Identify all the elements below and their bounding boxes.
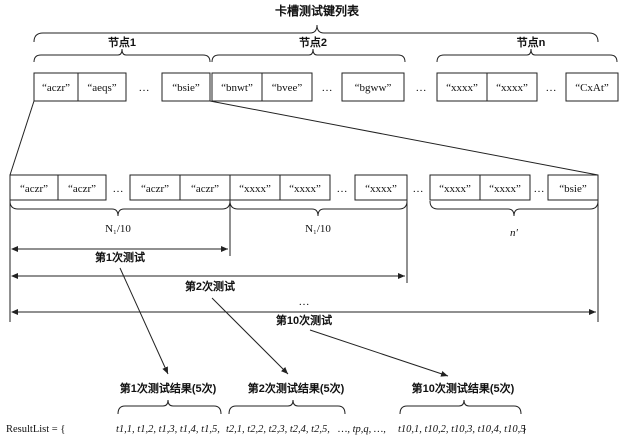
expanded-cell	[179, 174, 231, 201]
between-nodes-ellipsis: …	[416, 82, 427, 94]
result1-label: 第1次测试结果(5次)	[120, 381, 217, 395]
group2-brace	[229, 200, 408, 217]
test10-label: 第10次测试	[276, 313, 332, 327]
key-text: “xxxx”	[289, 183, 321, 195]
result-list: ResultList = { t1,1, t1,2, t1,3, t1,4, t…	[6, 424, 528, 435]
key-text: “bvee”	[272, 82, 303, 94]
group3-count-label: n′	[510, 227, 519, 239]
group2-count-label: N₁/10	[305, 223, 331, 235]
ellipsis: …	[113, 183, 124, 195]
test1-label: 第1次测试	[95, 250, 145, 264]
node-label-1: 节点1	[108, 35, 136, 49]
key-text: “aczr”	[191, 183, 219, 195]
noden-cell	[565, 72, 619, 102]
key-text: “aeqs”	[87, 82, 116, 94]
noden-row: “xxxx” “xxxx” … “CxAt”	[436, 72, 619, 102]
node2-cell	[261, 72, 313, 102]
key-text: “bnwt”	[221, 82, 253, 94]
node1-row: “aczr” “aeqs” … “bsie”	[33, 72, 211, 102]
node-label-2: 节点2	[299, 35, 327, 49]
key-text: “xxxx”	[496, 82, 528, 94]
group1-brace	[9, 200, 231, 217]
title-brace	[33, 24, 599, 43]
expanded-cell	[279, 174, 331, 201]
expanded-cell	[479, 174, 531, 201]
result-list-middle: …, tp,q, …,	[338, 424, 386, 435]
expanded-cell	[429, 174, 481, 201]
expand-line-right	[209, 100, 599, 176]
expanded-group-3: “xxxx” “xxxx” … “bsie”	[429, 174, 599, 201]
expanded-cell	[354, 174, 408, 201]
ellipsis: …	[139, 82, 150, 94]
node2-row: “bnwt” “bvee” … “bgww”	[211, 72, 405, 102]
node1-brace	[33, 48, 211, 63]
expanded-cell	[9, 174, 59, 201]
result-list-test2: t2,1, t2,2, t2,3, t2,4, t2,5,	[226, 424, 330, 435]
expanded-group-2: “xxxx” “xxxx” … “xxxx”	[229, 174, 408, 201]
key-text: “aczr”	[68, 183, 96, 195]
node2-cell	[341, 72, 405, 102]
ellipsis: …	[322, 82, 333, 94]
result-list-test1: t1,1, t1,2, t1,3, t1,4, t1,5,	[116, 424, 220, 435]
key-text: “aczr”	[141, 183, 169, 195]
result10-label: 第10次测试结果(5次)	[412, 381, 515, 395]
ellipsis: …	[534, 183, 545, 195]
tests-ellipsis: …	[299, 296, 310, 308]
result-list-test10: t10,1, t10,2, t10,3, t10,4, t10,5	[398, 424, 525, 435]
key-text: “xxxx”	[446, 82, 478, 94]
result-list-prefix: ResultList = {	[6, 424, 65, 435]
key-text: “xxxx”	[239, 183, 271, 195]
result2-label: 第2次测试结果(5次)	[248, 381, 345, 395]
key-text: “bsie”	[559, 183, 587, 195]
expanded-group-1: “aczr” “aczr” … “aczr” “aczr”	[9, 174, 231, 201]
group3-brace	[429, 200, 599, 217]
expand-line-left	[9, 100, 35, 176]
node-label-n: 节点n	[517, 35, 546, 49]
result10-brace	[399, 399, 522, 415]
key-text: “xxxx”	[365, 183, 397, 195]
key-text: “xxxx”	[489, 183, 521, 195]
gap-ellipsis: …	[413, 183, 424, 195]
ellipsis: …	[546, 82, 557, 94]
expanded-cell	[229, 174, 281, 201]
key-text: “bgww”	[355, 82, 392, 94]
test10-to-result-arrow	[309, 329, 449, 377]
group1-count-label: N₁/10	[105, 223, 131, 235]
result1-brace	[117, 399, 222, 415]
node1-cell	[77, 72, 127, 102]
expanded-cell	[547, 174, 599, 201]
noden-cell	[486, 72, 538, 102]
noden-brace	[436, 48, 618, 63]
expanded-cell	[57, 174, 107, 201]
test2-label: 第2次测试	[185, 279, 235, 293]
key-text: “bsie”	[172, 82, 200, 94]
result2-brace	[228, 399, 346, 415]
result-list-suffix: }	[522, 424, 527, 435]
node2-brace	[211, 48, 406, 63]
key-text: “aczr”	[20, 183, 48, 195]
key-text: “CxAt”	[575, 82, 609, 94]
ellipsis: …	[337, 183, 348, 195]
key-text: “aczr”	[42, 82, 70, 94]
test1-to-result-arrow	[119, 267, 169, 375]
diagram-title: 卡槽测试键列表	[275, 3, 360, 18]
node1-cell	[161, 72, 211, 102]
test2-to-result-arrow	[211, 297, 289, 375]
key-text: “xxxx”	[439, 183, 471, 195]
